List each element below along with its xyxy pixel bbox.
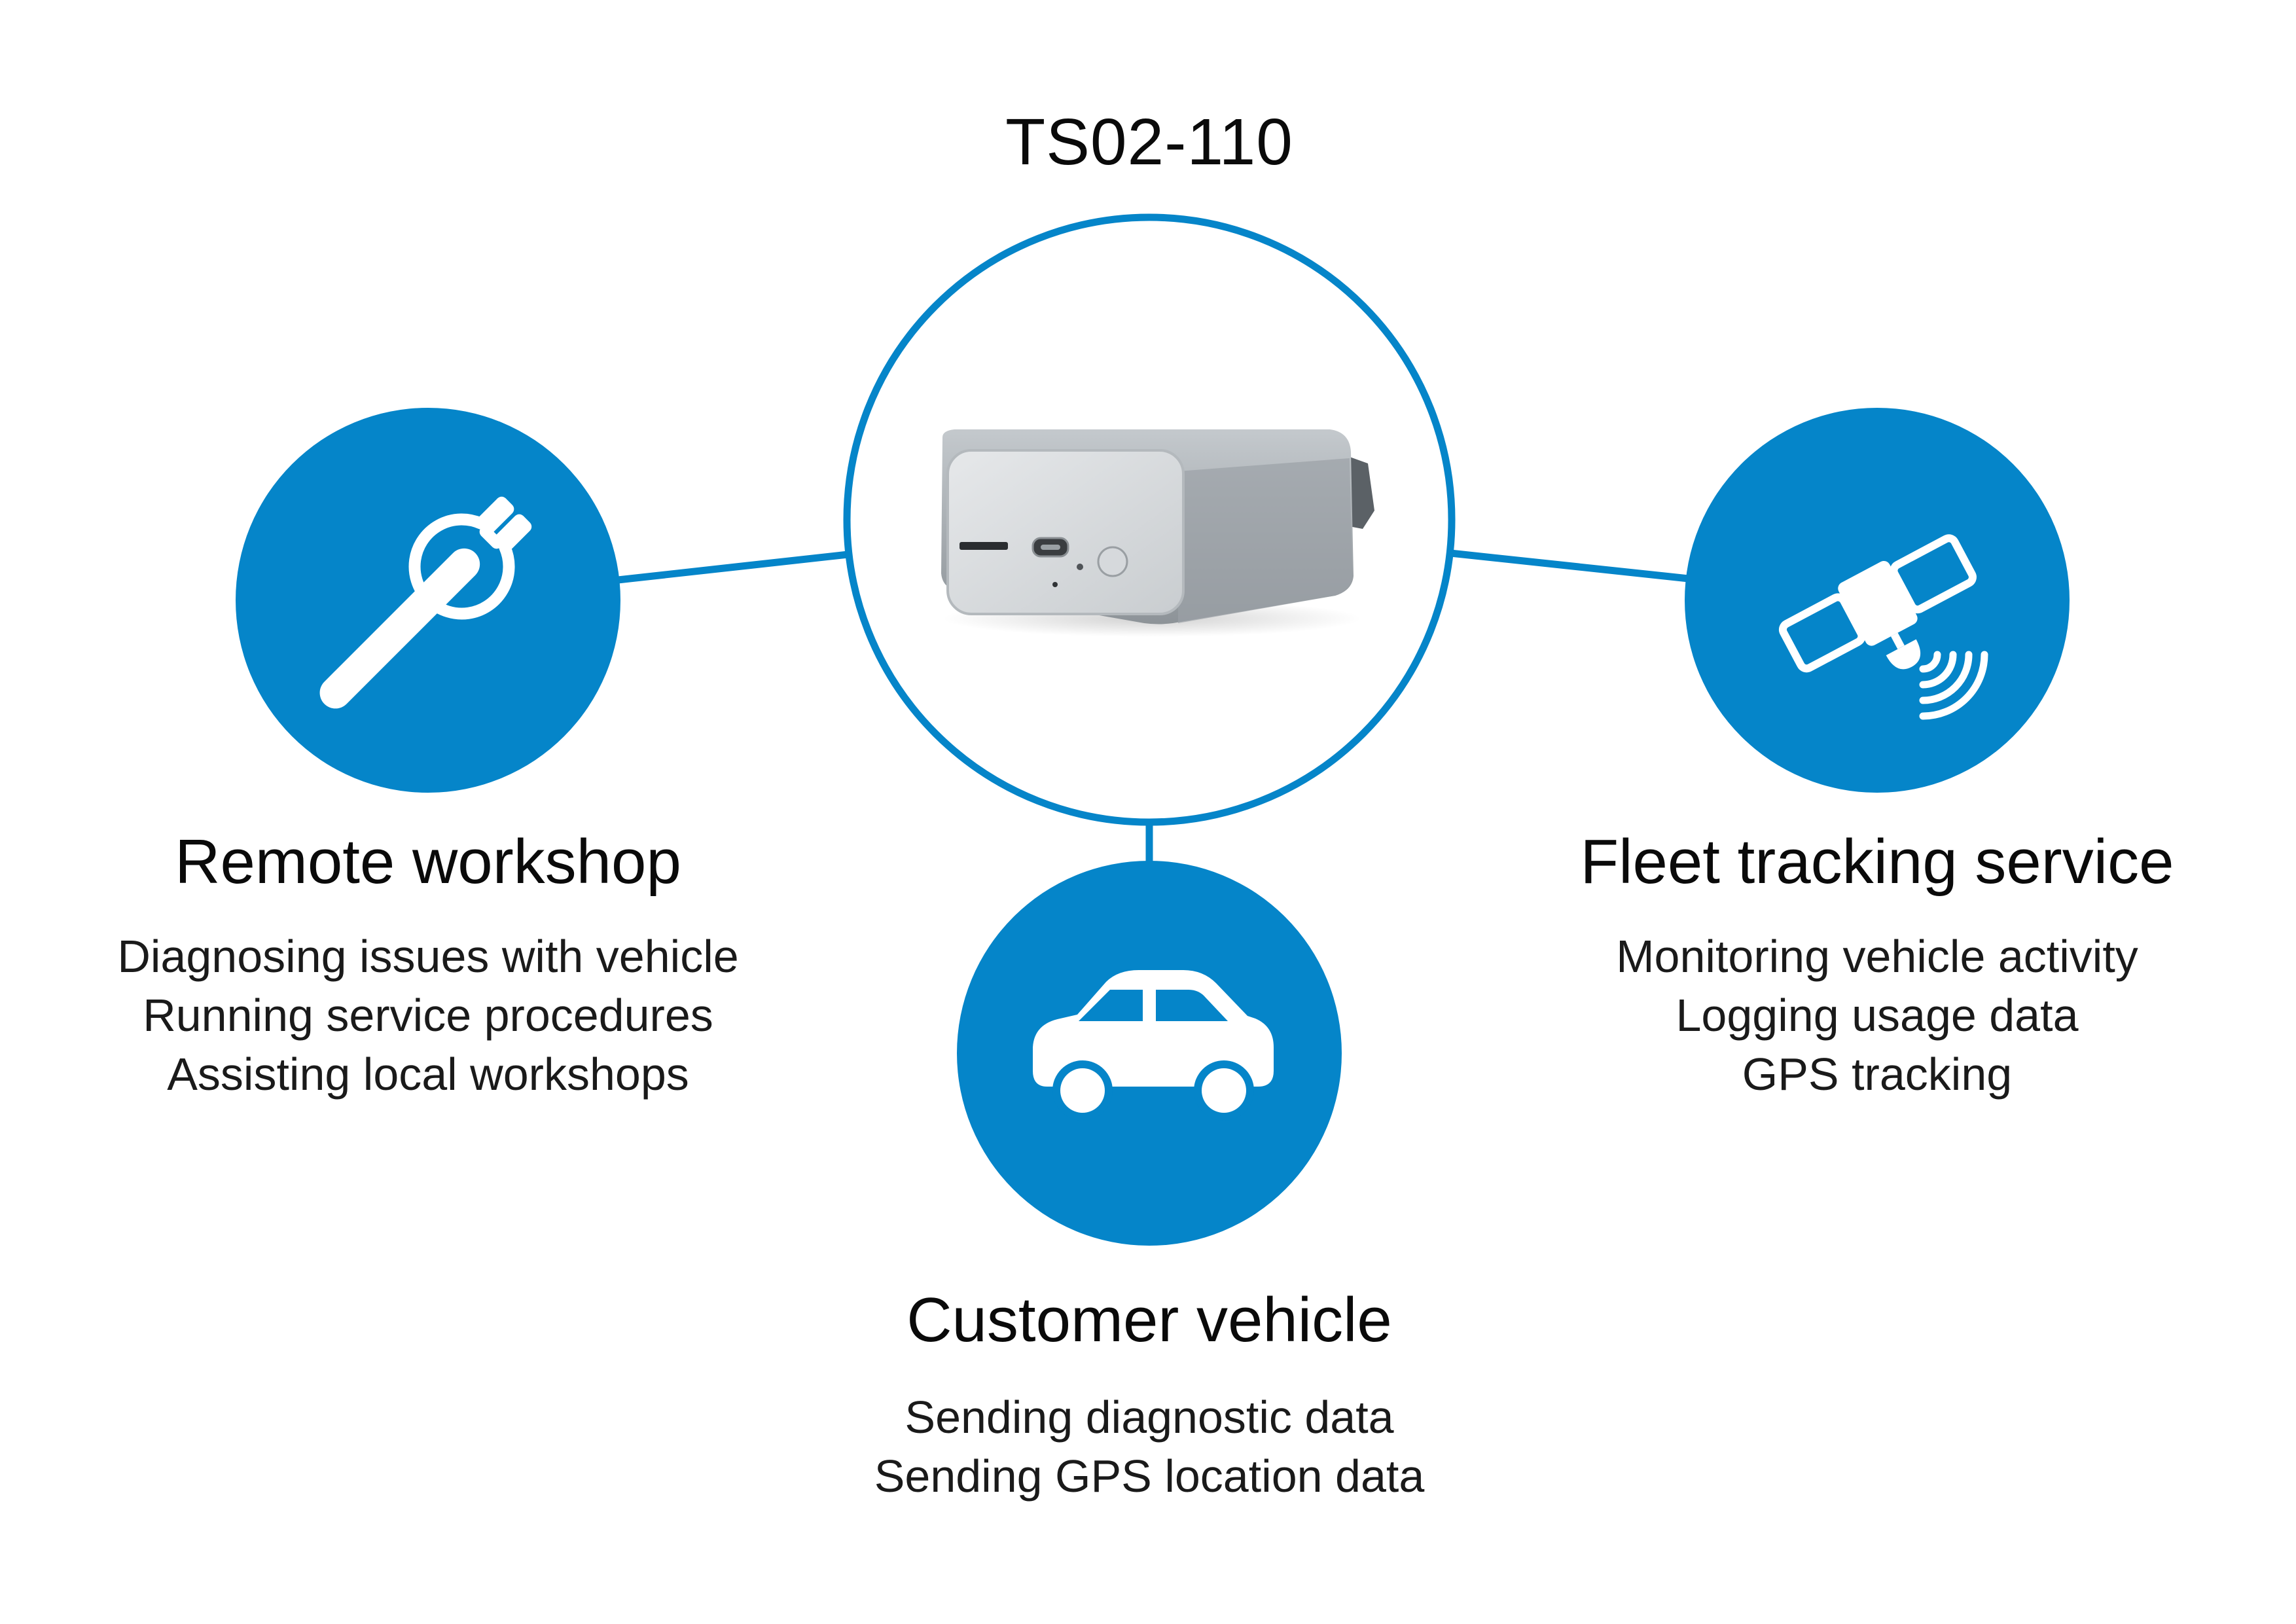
workshop-heading: Remote workshop: [175, 827, 681, 897]
fleet-line-3: GPS tracking: [1742, 1049, 2013, 1100]
vehicle-node: [957, 861, 1342, 1246]
fleet-heading: Fleet tracking service: [1580, 827, 2174, 897]
center-device-node: [843, 213, 1456, 826]
workshop-description: Diagnosing issues with vehicle Running s…: [35, 927, 821, 1104]
vehicle-description: Sending diagnostic data Sending GPS loca…: [757, 1388, 1542, 1506]
device-image: [941, 429, 1374, 637]
signal-waves-icon: [1919, 651, 1988, 720]
fleet-line-1: Monitoring vehicle activity: [1616, 931, 2138, 982]
vehicle-heading: Customer vehicle: [906, 1285, 1392, 1355]
fleet-line-2: Logging usage data: [1676, 990, 2079, 1041]
connector-workshop: [617, 550, 849, 584]
satellite-icon: [1778, 534, 1977, 673]
workshop-line-2: Running service procedures: [143, 990, 713, 1041]
fleet-node: [1685, 408, 2070, 793]
page-title: TS02-110: [1005, 105, 1293, 179]
car-icon: [1033, 970, 1274, 1121]
wrench-icon: [319, 496, 532, 709]
fleet-description: Monitoring vehicle activity Logging usag…: [1484, 927, 2270, 1104]
vehicle-line-2: Sending GPS location data: [874, 1451, 1425, 1502]
workshop-node: [236, 408, 620, 793]
workshop-line-3: Assisting local workshops: [167, 1049, 689, 1100]
connector-fleet: [1450, 549, 1689, 583]
workshop-line-1: Diagnosing issues with vehicle: [117, 931, 739, 982]
vehicle-line-1: Sending diagnostic data: [905, 1392, 1394, 1443]
